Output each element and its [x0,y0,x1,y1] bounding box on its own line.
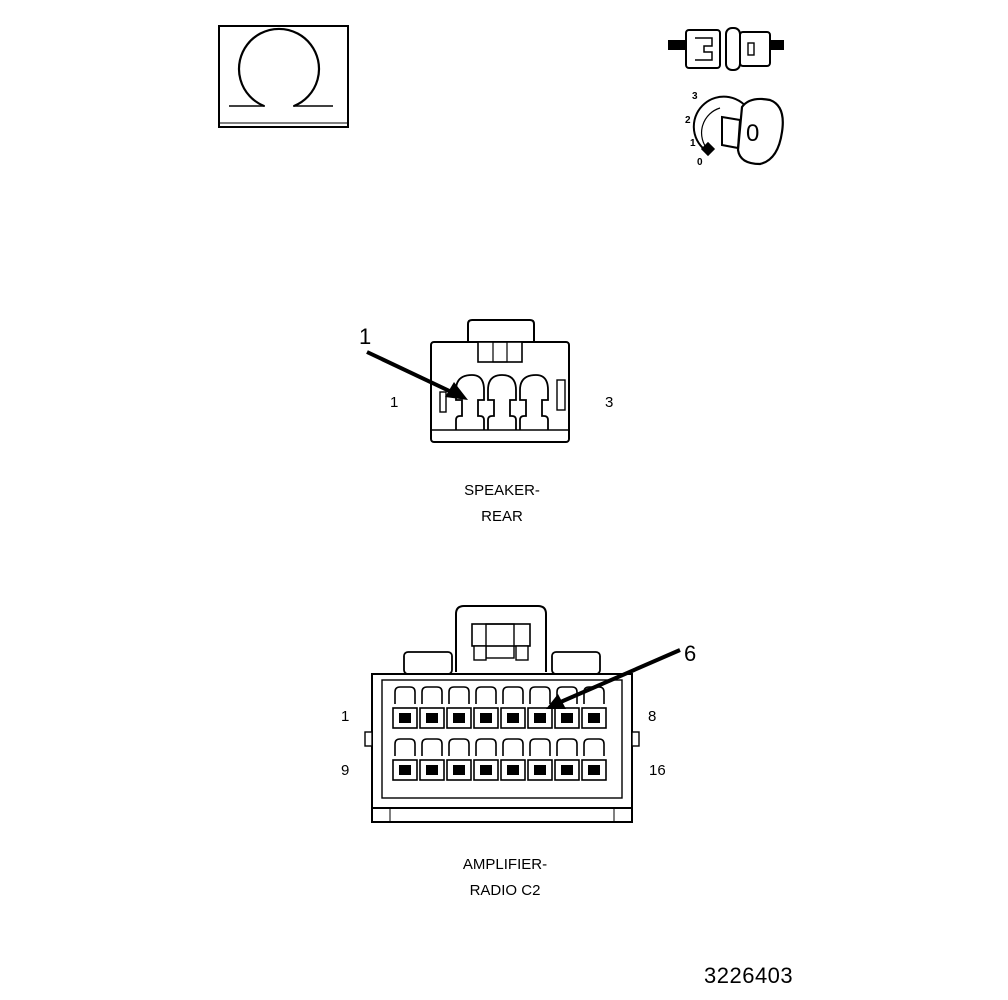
amplifier-radio-caption-line1: AMPLIFIER- [462,856,548,873]
amplifier-radio-callout: 6 [684,641,697,666]
key-position-1: 1 [690,138,696,149]
speaker-rear-pin-3: 3 [605,394,614,411]
figure-number: 3226403 [704,963,794,988]
speaker-rear-caption-line1: SPEAKER- [464,482,540,499]
amplifier-radio-pin-8: 8 [648,708,657,725]
amplifier-radio-pin-9: 9 [341,762,350,779]
amplifier-radio-pin-1: 1 [341,708,350,725]
key-position-3: 3 [692,91,698,102]
speaker-rear-caption-line2: REAR [481,508,523,525]
key-position-0: 0 [697,157,703,168]
key-mark: 0 [746,120,760,147]
speaker-rear-caption: SPEAKER- REAR [430,478,574,530]
amplifier-radio-caption-line2: RADIO C2 [469,882,541,899]
ohmmeter-icon [218,25,349,128]
fuse-icon [668,27,784,71]
key-position-2: 2 [685,115,691,126]
speaker-rear-connector [366,319,570,443]
speaker-rear-pin-1: 1 [390,394,399,411]
ignition-key-icon [692,95,784,166]
amplifier-radio-caption: AMPLIFIER- RADIO C2 [420,852,590,904]
amplifier-radio-pin-16: 16 [649,762,666,779]
amplifier-radio-c2-connector [364,605,681,823]
speaker-rear-callout: 1 [359,324,372,349]
